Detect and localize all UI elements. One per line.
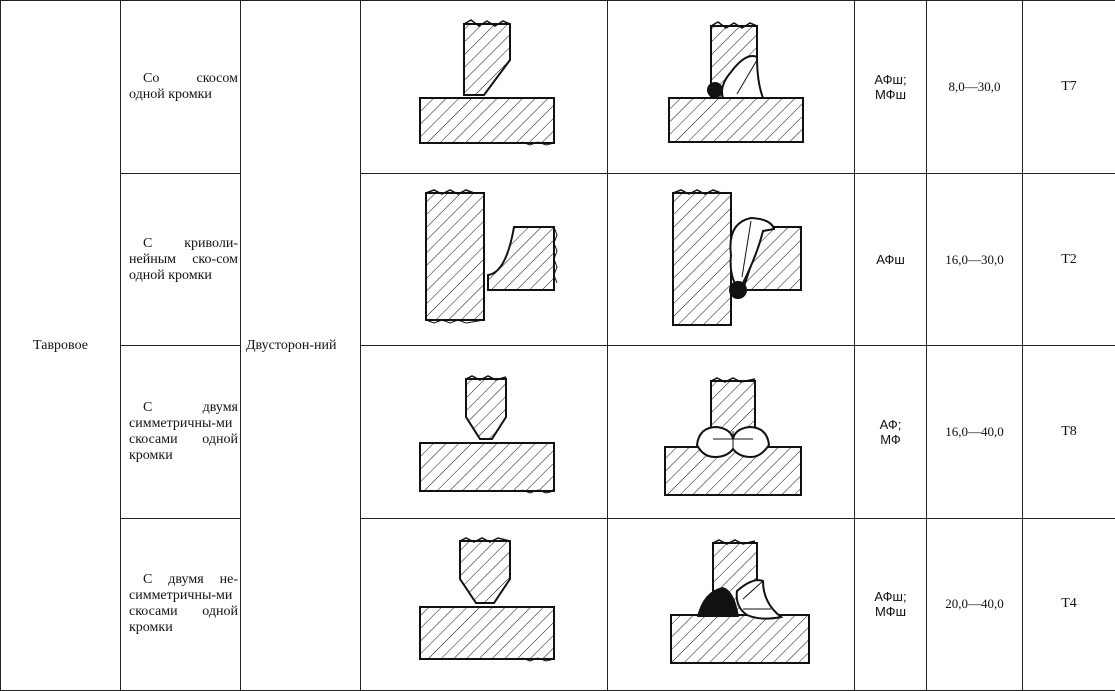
edge-prep-drawing-cell	[360, 173, 608, 347]
thickness-range: 16,0—30,0	[945, 251, 1004, 267]
joint-code-cell: Т2	[1022, 173, 1115, 347]
edge-prep-drawing	[419, 537, 555, 662]
bevel-label: С двумя симметричны-ми скосами одной кро…	[129, 400, 238, 464]
weld-drawing-cell	[607, 517, 855, 691]
thickness-range-cell: 8,0—30,0	[926, 0, 1023, 175]
welding-method-cell: АФш; МФш	[854, 0, 927, 175]
joint-type: Тавровое	[33, 337, 88, 353]
joint-code-cell: Т4	[1022, 517, 1115, 691]
joint-code-cell: Т8	[1022, 345, 1115, 519]
weld-drawing	[668, 21, 804, 144]
thickness-range: 8,0—30,0	[948, 79, 1001, 95]
side-label: Двусторон-ний	[246, 337, 337, 353]
table-row: С двумя не-симметричны-ми скосами одной …	[1, 517, 1115, 691]
welding-method-cell: АФш	[854, 173, 927, 347]
bevel-label: С криволи-нейным ско-сом одной кромки	[129, 235, 238, 283]
joint-code: Т7	[1061, 79, 1077, 95]
weld-drawing-cell	[607, 173, 855, 347]
weld-drawing-cell	[607, 345, 855, 519]
weld-drawing	[670, 539, 810, 665]
edge-prep-drawing-cell	[360, 345, 608, 519]
thickness-range: 16,0—40,0	[945, 424, 1004, 440]
bevel-cell: С двумя симметричны-ми скосами одной кро…	[120, 345, 241, 519]
thickness-range-cell: 16,0—40,0	[926, 345, 1023, 519]
welding-method-line1: АФ;	[879, 417, 902, 433]
welding-method-cell: АФ; МФ	[854, 345, 927, 519]
welding-method-line2: МФш	[875, 604, 906, 620]
joint-code: Т2	[1061, 251, 1077, 267]
joint-code: Т4	[1061, 596, 1077, 612]
side-cell: Двусторон-ний	[240, 0, 361, 691]
thickness-range: 20,0—40,0	[945, 596, 1004, 612]
welding-method-line2: МФш	[875, 87, 906, 103]
bevel-cell: Со скосом одной кромки	[120, 0, 241, 175]
weld-drawing	[672, 189, 802, 326]
edge-prep-drawing-cell	[360, 0, 608, 175]
weld-drawing-cell	[607, 0, 855, 175]
joint-code-cell: Т7	[1022, 0, 1115, 175]
bevel-label: С двумя не-симметричны-ми скосами одной …	[129, 572, 238, 636]
thickness-range-cell: 16,0—30,0	[926, 173, 1023, 347]
bevel-cell: С двумя не-симметричны-ми скосами одной …	[120, 517, 241, 691]
welding-method-line1: АФш;	[874, 72, 907, 88]
weld-drawing	[664, 377, 802, 497]
welding-method-line2: МФ	[880, 432, 901, 448]
table-row: С двумя симметричны-ми скосами одной кро…	[1, 345, 1115, 519]
edge-prep-drawing	[425, 189, 558, 324]
edge-prep-drawing	[419, 375, 555, 494]
welding-method-line1: АФш;	[874, 589, 907, 605]
thickness-range-cell: 20,0—40,0	[926, 517, 1023, 691]
joint-code: Т8	[1061, 424, 1077, 440]
edge-prep-drawing-cell	[360, 517, 608, 691]
bevel-cell: С криволи-нейным ско-сом одной кромки	[120, 173, 241, 347]
bevel-label: Со скосом одной кромки	[129, 71, 238, 103]
welding-method-line1: АФш	[876, 252, 905, 268]
joint-type-cell: Тавровое	[0, 0, 121, 691]
welding-method-cell: АФш; МФш	[854, 517, 927, 691]
table-row: С криволи-нейным ско-сом одной кромки	[1, 173, 1115, 347]
edge-prep-drawing	[419, 19, 555, 146]
